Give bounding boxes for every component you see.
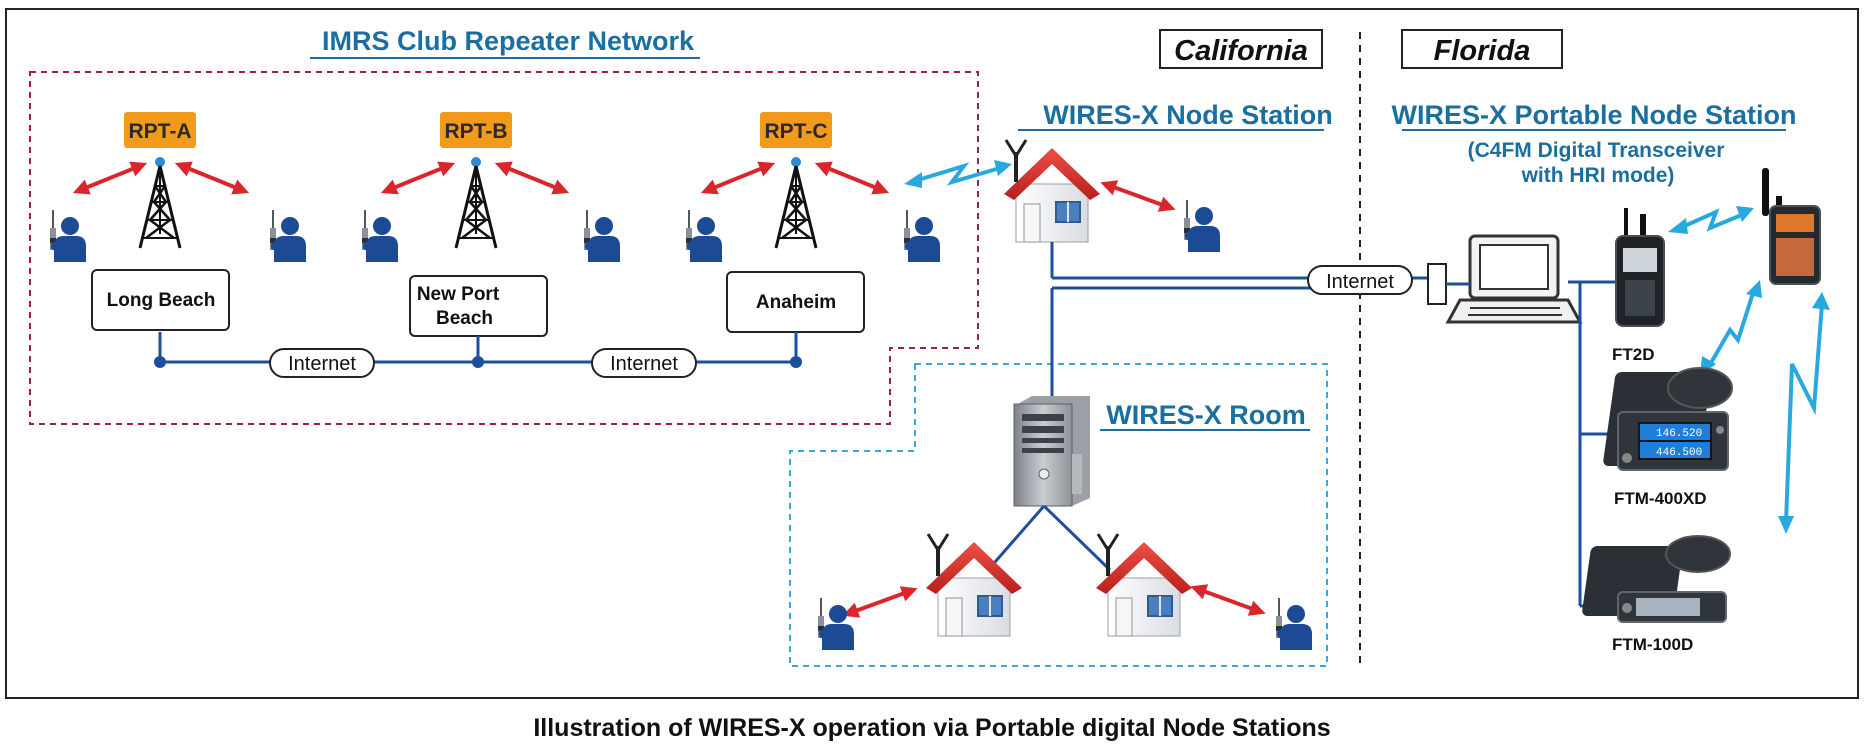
repeater-a: RPT-A Long Beach <box>49 112 307 331</box>
portable-node-desc-1: (C4FM Digital Transceiver <box>1468 139 1725 162</box>
ftm-400xd-radio-icon: 146.520 446.500 <box>1603 367 1733 471</box>
california-label: California <box>1174 35 1308 67</box>
florida-label: Florida <box>1434 35 1531 67</box>
internet-label-1: Internet <box>288 353 356 375</box>
device-model-ftm-400xd: FTM-400XD <box>1614 489 1707 508</box>
wires-x-room-title: WIRES-X Room <box>1106 400 1306 430</box>
repeater-badge <box>760 112 832 148</box>
club-internet-link: Internet Internet <box>154 332 802 378</box>
repeater-name: RPT-A <box>129 120 192 143</box>
internet-label-3: Internet <box>1326 271 1394 293</box>
repeater-b: RPT-B New Port Beach <box>361 112 621 337</box>
repeater-badge <box>440 112 512 148</box>
hri-radio-link <box>1706 289 1756 370</box>
florida-label-box <box>1401 29 1563 69</box>
server-pc-icon <box>1013 396 1090 507</box>
repeater-name: RPT-B <box>445 120 508 143</box>
portable-node-title: WIRES-X Portable Node Station <box>1391 100 1796 130</box>
club-network-title: IMRS Club Repeater Network <box>322 26 695 56</box>
ft2d-radio-icon <box>1615 208 1665 327</box>
room-house-left <box>817 532 1024 651</box>
node-internet-link: Internet <box>1050 242 1447 408</box>
device-model-ftm-100d: FTM-100D <box>1612 635 1693 654</box>
diagram-frame <box>5 8 1859 699</box>
city-name: Anaheim <box>756 292 836 313</box>
device-model-ft2d: FT2D <box>1612 345 1655 364</box>
repeater-name: RPT-C <box>765 120 828 143</box>
portable-node-desc-2: with HRI mode) <box>1521 164 1675 187</box>
club-network-region <box>29 71 979 425</box>
california-label-box <box>1159 29 1323 69</box>
city-name-line-1: New Port <box>417 284 500 305</box>
city-box <box>91 269 230 331</box>
city-name-line-2: Beach <box>436 308 493 329</box>
room-house-right <box>1094 532 1313 651</box>
city-name: Long Beach <box>107 290 216 311</box>
ftm-100d-radio-icon <box>1582 535 1731 623</box>
ftm-400xd-display-top: 146.520 <box>1656 428 1702 440</box>
wires-x-radio-link <box>917 162 1001 186</box>
node-station-house <box>1002 138 1221 253</box>
handheld-radio-icon <box>1762 168 1821 285</box>
laptop-icon <box>1445 234 1583 324</box>
repeater-c: RPT-C Anaheim <box>685 112 941 333</box>
node-station-title: WIRES-X Node Station <box>1043 100 1333 130</box>
hri-radio-link <box>1784 303 1824 523</box>
figure-caption: Illustration of WIRES-X operation via Po… <box>533 714 1330 742</box>
repeater-badge <box>124 112 196 148</box>
hri-radio-link <box>1679 208 1745 232</box>
wires-x-room-region <box>789 363 1328 667</box>
internet-label-2: Internet <box>610 353 678 375</box>
ftm-400xd-display-bottom: 446.500 <box>1656 447 1702 459</box>
